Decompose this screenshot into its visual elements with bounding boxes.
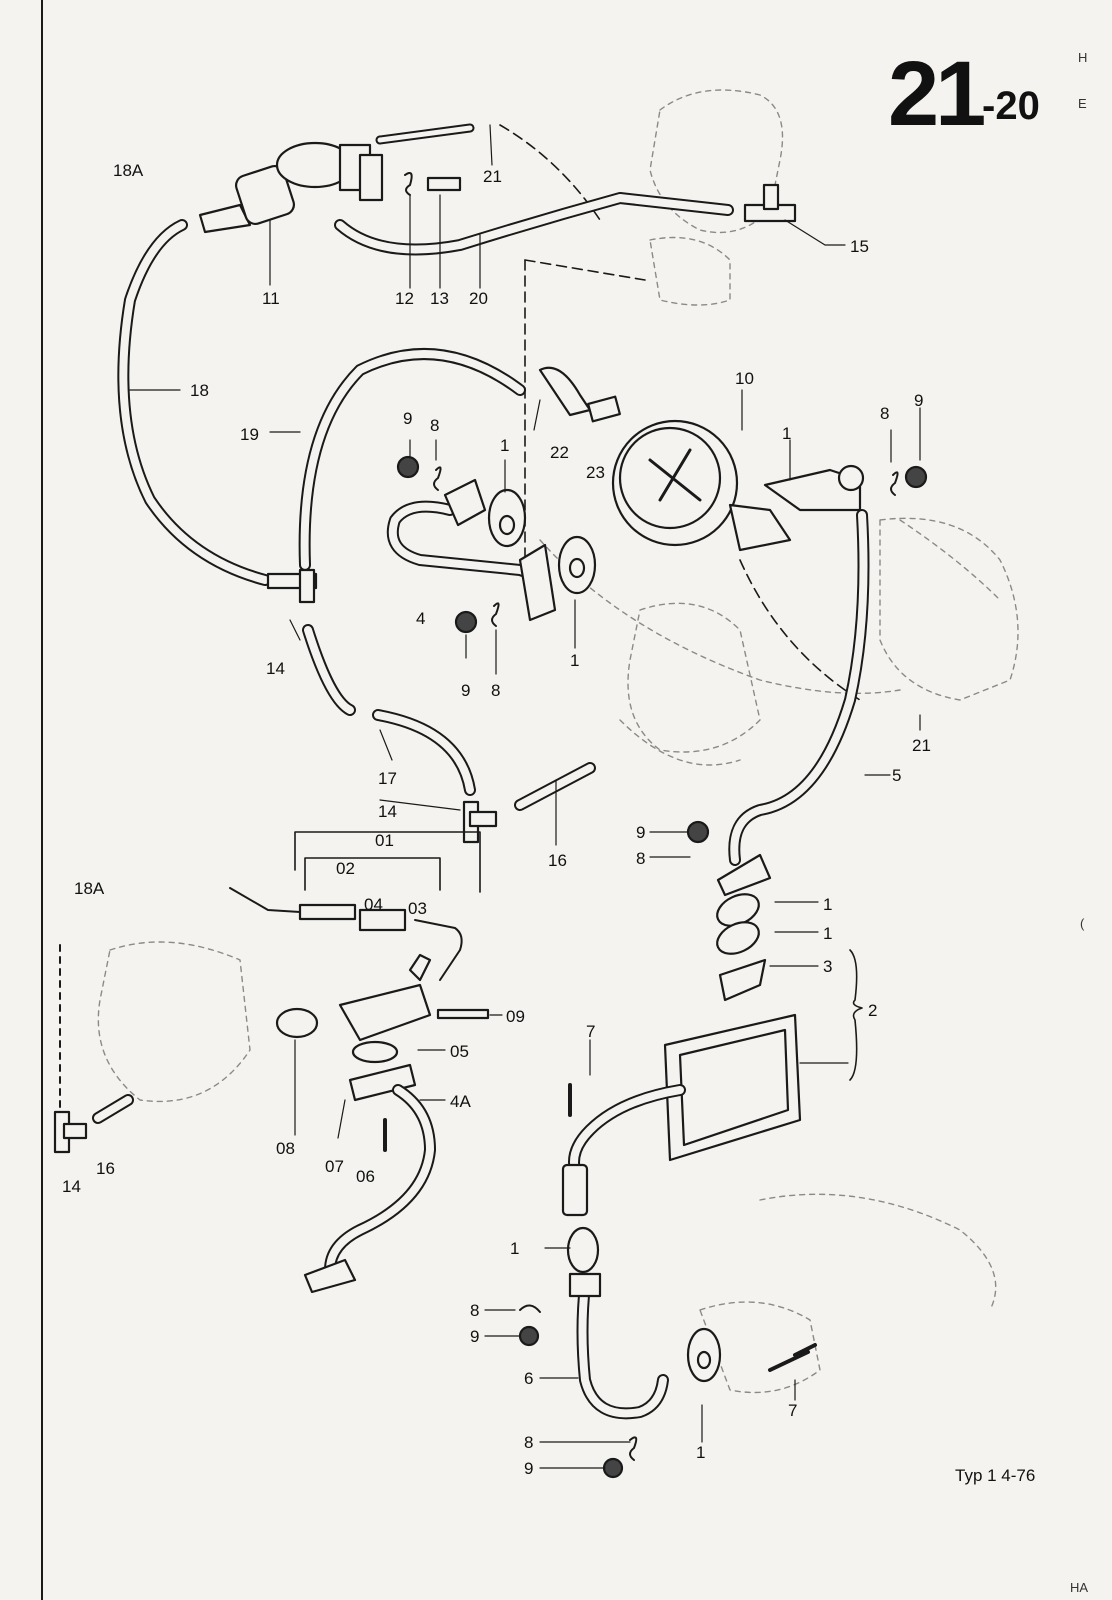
callout-label: 9: [461, 681, 471, 700]
edge-letter: HA: [1070, 1580, 1089, 1595]
fuel-filter-11: [198, 141, 384, 234]
edge-letter: (: [1080, 916, 1085, 931]
callout-label: 4: [416, 609, 426, 628]
callout-label: 21: [912, 736, 931, 755]
callout-label: 11: [262, 289, 280, 308]
callout-label: 8: [524, 1433, 534, 1452]
callout-label: 18: [190, 381, 209, 400]
callout-label: 8: [636, 849, 646, 868]
callout-label: 1: [823, 895, 833, 914]
callout-label: 1: [510, 1239, 520, 1258]
callout-label: 09: [506, 1007, 525, 1026]
regulator-10: [611, 419, 739, 547]
callout-label: 14: [62, 1177, 81, 1196]
callout-label: 10: [735, 369, 754, 388]
engine-outline: [97, 89, 1019, 1394]
callout-label: 9: [470, 1327, 480, 1346]
callout-label: 06: [356, 1167, 375, 1186]
callout-label: 7: [586, 1022, 596, 1041]
callout-label: 05: [450, 1042, 469, 1061]
callout-label: 1: [500, 436, 510, 455]
callout-label: 19: [240, 425, 259, 444]
edge-letter: E: [1078, 96, 1087, 111]
callout-label: 18A: [74, 879, 105, 898]
callout-label: 7: [788, 1401, 798, 1420]
callout-label: 9: [914, 391, 924, 410]
callout-label: 9: [636, 823, 646, 842]
callout-label: 16: [548, 851, 567, 870]
gasket: [487, 488, 527, 548]
hose-18: [117, 219, 271, 586]
callout-label: 07: [325, 1157, 344, 1176]
callout-label: 12: [395, 289, 414, 308]
callout-label: 03: [408, 899, 427, 918]
callout-label: 18A: [113, 161, 144, 180]
callout-label: 2: [868, 1001, 878, 1020]
callout-label: 20: [469, 289, 488, 308]
callout-label: 13: [430, 289, 449, 308]
callout-label: 8: [470, 1301, 480, 1320]
callout-label: 04: [364, 895, 383, 914]
subgroup-number: -20: [982, 84, 1040, 128]
callout-label: 1: [823, 924, 833, 943]
group-number: 21: [888, 43, 986, 145]
callout-label: 21: [483, 167, 502, 186]
callout-label: 3: [823, 957, 833, 976]
callout-label: 15: [850, 237, 869, 256]
callout-label: 08: [276, 1139, 295, 1158]
callout-label: 5: [892, 766, 902, 785]
callout-label: 16: [96, 1159, 115, 1178]
callout-label: 23: [586, 463, 605, 482]
callout-label: 8: [430, 416, 440, 435]
callout-label: 01: [375, 831, 394, 850]
callout-label: 9: [403, 409, 413, 428]
callout-label: 02: [336, 859, 355, 878]
callout-label: 8: [880, 404, 890, 423]
callout-label: 22: [550, 443, 569, 462]
callout-label: 1: [696, 1443, 706, 1462]
callout-label: 9: [524, 1459, 534, 1478]
callout-label: 4A: [450, 1092, 471, 1111]
edge-letter: H: [1078, 50, 1088, 65]
gasket: [557, 535, 597, 595]
t-piece-15: [743, 183, 797, 223]
callout-label: 8: [491, 681, 501, 700]
callout-label: 14: [266, 659, 285, 678]
callout-label: 17: [378, 769, 397, 788]
model-date-label: Typ 1 4-76: [955, 1466, 1036, 1485]
callout-label: 6: [524, 1369, 534, 1388]
callout-label: 1: [782, 424, 792, 443]
callout-label: 14: [378, 802, 397, 821]
callout-label: 1: [570, 651, 580, 670]
